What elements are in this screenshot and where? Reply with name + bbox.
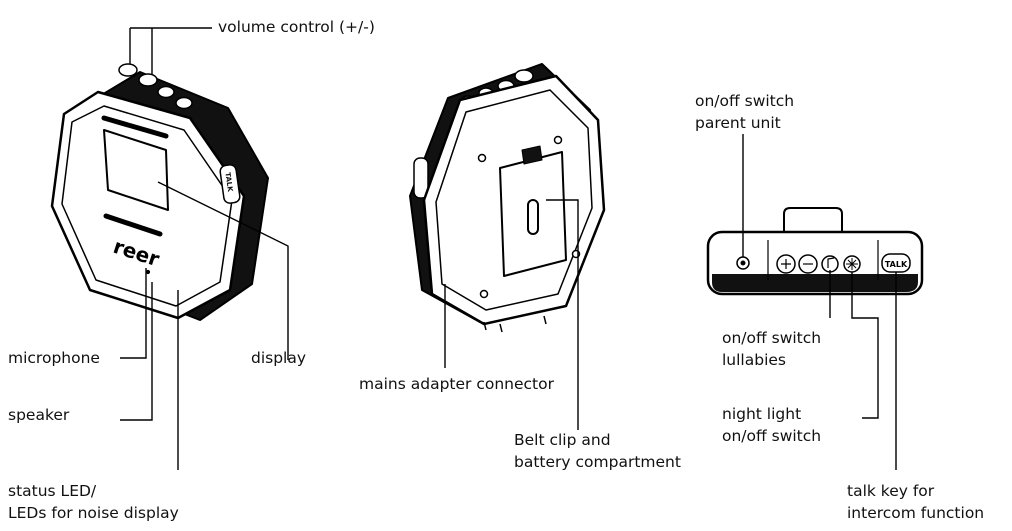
label-belt-clip-line2: battery compartment bbox=[514, 453, 681, 471]
label-status-led-line2: LEDs for noise display bbox=[8, 504, 179, 522]
label-onoff-lullabies-line1: on/off switch bbox=[722, 329, 822, 347]
label-status-led: status LED/ LEDs for noise display bbox=[8, 480, 179, 524]
label-speaker: speaker bbox=[8, 406, 70, 424]
label-microphone: microphone bbox=[8, 349, 100, 367]
label-onoff-lullabies: on/off switch lullabies bbox=[722, 327, 821, 371]
label-night-light-line1: night light bbox=[722, 405, 802, 423]
label-talk-key-line2: intercom function bbox=[847, 504, 985, 522]
back-view-device bbox=[409, 63, 606, 333]
volume-buttons bbox=[118, 63, 193, 110]
top-view-device: TALK bbox=[706, 207, 924, 296]
label-onoff-lullabies-line2: lullabies bbox=[722, 351, 786, 369]
label-volume-control: volume control (+/-) bbox=[218, 18, 375, 36]
label-talk-key: talk key for intercom function bbox=[847, 480, 984, 524]
talk-button-marking: TALK bbox=[885, 260, 908, 269]
label-mains-adapter: mains adapter connector bbox=[359, 375, 554, 393]
label-status-led-line1: status LED/ bbox=[8, 482, 97, 500]
label-belt-clip-line1: Belt clip and bbox=[514, 431, 611, 449]
label-night-light-line2: on/off switch bbox=[722, 427, 822, 445]
label-onoff-parent-line1: on/off switch bbox=[695, 92, 795, 110]
front-view-device: reer bbox=[50, 63, 269, 321]
label-onoff-parent: on/off switch parent unit bbox=[695, 90, 794, 134]
label-display: display bbox=[251, 349, 307, 367]
label-talk-key-line1: talk key for bbox=[847, 482, 935, 500]
leader-lines bbox=[120, 27, 897, 470]
label-night-light: night light on/off switch bbox=[722, 403, 821, 447]
label-belt-clip: Belt clip and battery compartment bbox=[514, 429, 681, 473]
label-onoff-parent-line2: parent unit bbox=[695, 114, 781, 132]
